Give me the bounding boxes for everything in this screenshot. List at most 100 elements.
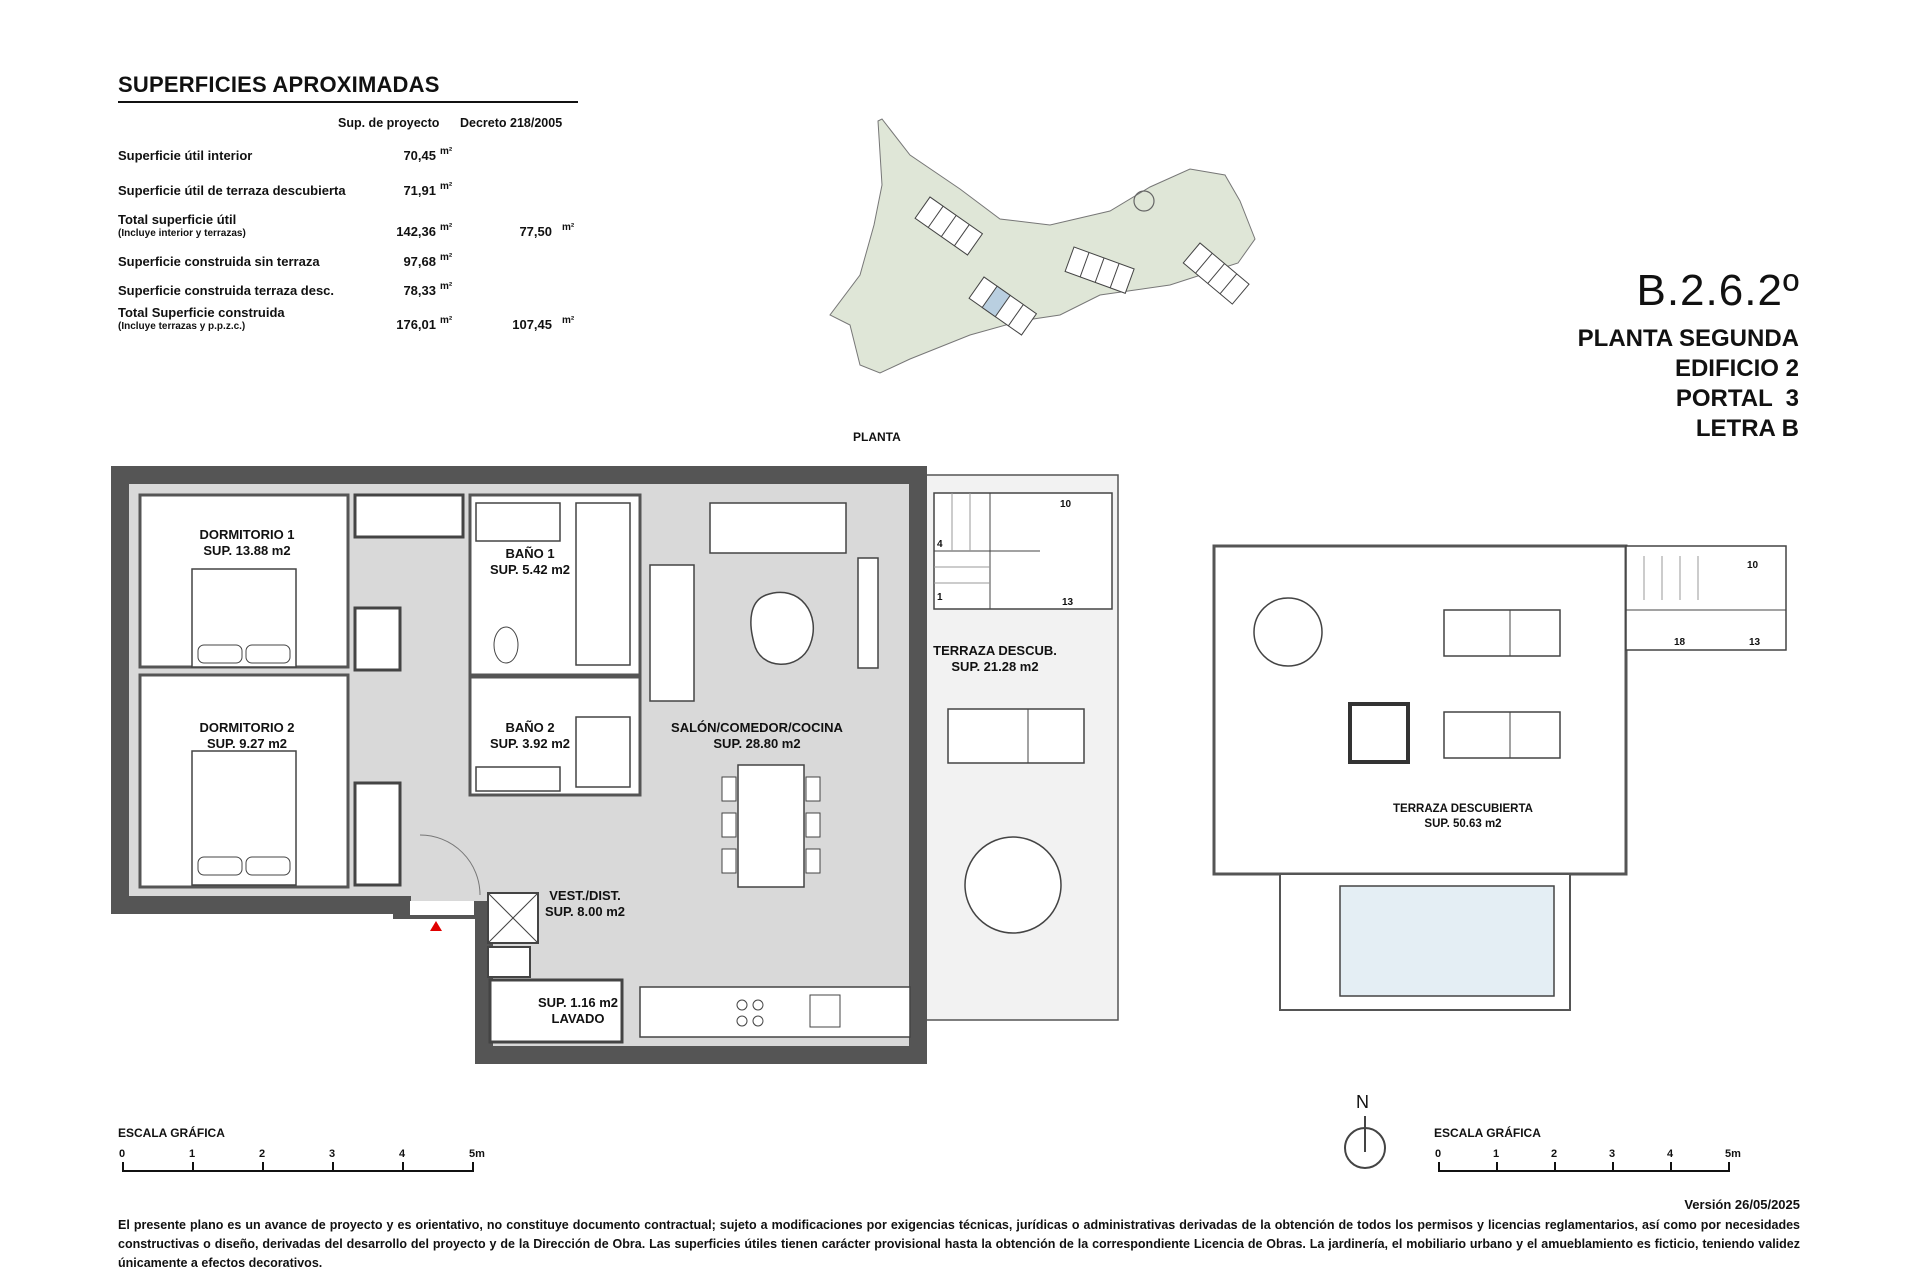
row-label: Superficie construida terraza desc.: [118, 283, 335, 298]
scale-label: 0: [1435, 1148, 1442, 1160]
scale-label: 2: [1551, 1148, 1558, 1160]
tv-unit: [857, 557, 879, 669]
row-label: Superficie útil interior: [118, 148, 253, 163]
scale-title-right: ESCALA GRÁFICA: [1434, 1126, 1541, 1140]
entry-arrow: [430, 921, 442, 931]
stair-number: 10: [1747, 560, 1759, 571]
table-col-project: Sup. de proyecto: [338, 116, 440, 130]
row-label: Superficie útil de terraza descubierta: [118, 183, 346, 198]
sofa-left: [649, 564, 695, 702]
room-terraza-descubierta: TERRAZA DESCUBIERTA SUP. 50.63 m2: [1393, 803, 1533, 830]
row-decree-value: 77,50: [519, 224, 552, 239]
scale-label: 0: [119, 1148, 126, 1160]
site-building-4: [1182, 242, 1250, 305]
coffee-table: [750, 591, 815, 665]
unit-floor: PLANTA SEGUNDA: [1577, 325, 1799, 352]
scale-label: 2: [259, 1148, 266, 1160]
site-roundabout: [1133, 190, 1155, 212]
scale-tick: [402, 1162, 404, 1172]
scale-tick: [472, 1162, 474, 1172]
unit-portal: PORTAL 3: [1675, 385, 1799, 412]
scale-label: 3: [1609, 1148, 1616, 1160]
plan-label: PLANTA: [853, 430, 901, 444]
room-salon: SALÓN/COMEDOR/COCINA SUP. 28.80 m2: [671, 720, 843, 751]
stair-number: 13: [1062, 597, 1074, 608]
scale-label: 5m: [469, 1148, 485, 1160]
stair-number: 1: [937, 592, 943, 603]
wardrobe-2: [353, 606, 402, 672]
row-project-value: 70,45: [403, 148, 436, 163]
roof-stair: [1625, 545, 1787, 651]
table-col-decree: Decreto 218/2005: [460, 116, 563, 130]
scale-label: 1: [1493, 1148, 1500, 1160]
site-building-1: [914, 196, 984, 256]
room-lavado: SUP. 1.16 m2 LAVADO: [538, 995, 618, 1026]
scale-tick: [1438, 1162, 1440, 1172]
row-sublabel: (Incluye interior y terrazas): [118, 228, 246, 239]
dining-table: [737, 764, 805, 888]
skylight: [1348, 702, 1410, 764]
site-area: [829, 118, 1256, 374]
north-arrow-label: N: [1356, 1092, 1369, 1112]
unit-building: EDIFICIO 2: [1674, 355, 1799, 382]
scale-bar-right: 0 1 2 3 4 5m: [1435, 1148, 1741, 1178]
scale-label: 5m: [1725, 1148, 1741, 1160]
scale-tick: [1670, 1162, 1672, 1172]
scale-tick: [1728, 1162, 1730, 1172]
scale-tick: [1554, 1162, 1556, 1172]
scale-tick: [262, 1162, 264, 1172]
scale-tick: [1496, 1162, 1498, 1172]
room-bano-1: BAÑO 1 SUP. 5.42 m2: [490, 546, 570, 577]
pool: [1339, 885, 1555, 997]
roof-sunbed-1: [1443, 609, 1561, 657]
scale-title-left: ESCALA GRÁFICA: [118, 1126, 225, 1140]
row-project-value: 142,36: [396, 224, 436, 239]
row-label: Total Superficie construida: [118, 305, 285, 320]
laundry-appliance: [487, 946, 531, 978]
sunbed-1: [947, 708, 1085, 764]
site-map: [829, 118, 1256, 374]
room-dormitorio-1: DORMITORIO 1 SUP. 13.88 m2: [199, 527, 295, 558]
row-project-unit: m²: [440, 281, 453, 292]
table-title: SUPERFICIES APROXIMADAS: [118, 72, 440, 97]
version: Versión 26/05/2025: [1684, 1197, 1800, 1212]
sofa-top: [709, 502, 847, 554]
row-decree-unit: m²: [562, 222, 575, 233]
row-label: Total superficie útil: [118, 212, 237, 227]
roof-table: [1253, 597, 1323, 667]
table-title-rule: [118, 101, 578, 103]
wardrobe-1: [353, 493, 465, 539]
room-terraza: TERRAZA DESCUB. SUP. 21.28 m2: [933, 643, 1057, 674]
room-dormitorio-2: DORMITORIO 2 SUP. 9.27 m2: [199, 720, 295, 751]
laundry-floor: [488, 978, 624, 1044]
stair-number: 13: [1749, 637, 1761, 648]
row-sublabel: (Incluye terrazas y p.p.z.c.): [118, 321, 246, 332]
row-project-unit: m²: [440, 222, 453, 233]
row-project-unit: m²: [440, 181, 453, 192]
stair-number: 10: [1060, 499, 1072, 510]
row-decree-unit: m²: [562, 315, 575, 326]
scale-line: [1438, 1170, 1728, 1172]
unit-code: B.2.6.2º: [1636, 266, 1800, 315]
room-vestibulo: VEST./DIST. SUP. 8.00 m2: [545, 888, 625, 919]
kitchen-counter: [639, 986, 911, 1038]
site-building-2: [968, 276, 1038, 336]
north-arrow-icon: [1344, 1116, 1386, 1169]
site-building-3: [1064, 246, 1135, 294]
scale-tick: [122, 1162, 124, 1172]
row-project-value: 71,91: [403, 183, 436, 198]
unit-letter: LETRA B: [1695, 415, 1799, 442]
entry-door-gap: [410, 901, 474, 915]
scale-label: 3: [329, 1148, 336, 1160]
stair-number: 18: [1674, 637, 1686, 648]
row-project-value: 176,01: [396, 317, 436, 332]
row-project-value: 78,33: [403, 283, 436, 298]
room-bano-2: BAÑO 2 SUP. 3.92 m2: [490, 720, 570, 751]
stair-number: 4: [937, 539, 943, 550]
floor-plan: [111, 466, 1119, 1064]
wardrobe-3: [353, 781, 402, 887]
terrace-table: [964, 836, 1062, 934]
scale-line: [122, 1170, 472, 1172]
disclaimer: El presente plano es un avance de proyec…: [118, 1218, 1800, 1270]
scale-label: 4: [1667, 1148, 1674, 1160]
